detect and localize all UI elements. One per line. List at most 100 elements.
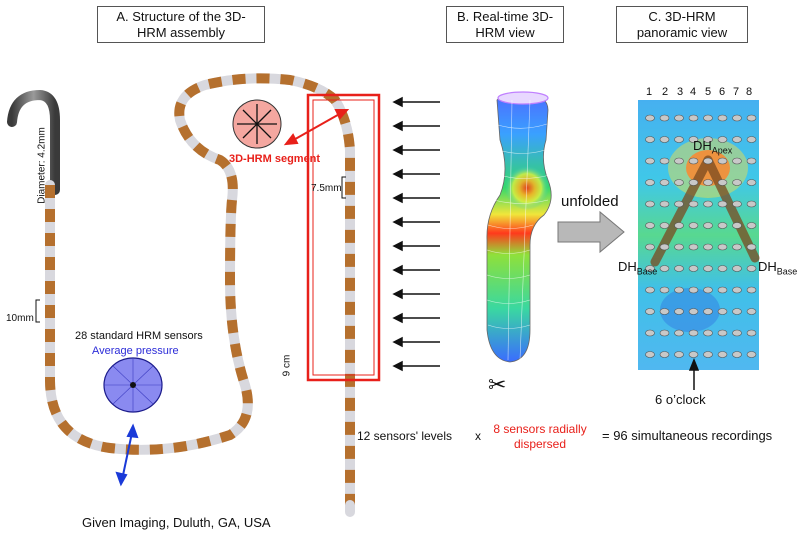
sensor-dot — [732, 136, 742, 143]
panoramic-map — [638, 100, 759, 370]
nine-cm-label: 9 cm — [281, 354, 293, 377]
sensor-dot — [703, 243, 713, 251]
esophagus-top — [497, 91, 549, 105]
segment-radial-arrows — [237, 104, 277, 144]
scissors-icon: ✂ — [488, 373, 506, 398]
sensor-dot — [703, 329, 713, 337]
sensor-dot — [746, 351, 757, 358]
sensor-dot — [717, 222, 728, 229]
pressure-arrow — [392, 144, 440, 156]
sensor-dot — [746, 222, 757, 229]
sensor-dot — [703, 157, 713, 165]
sensor-dot — [645, 136, 655, 143]
sensor-dot — [659, 157, 670, 165]
pressure-arrow — [392, 312, 440, 324]
credit-label: Given Imaging, Duluth, GA, USA — [82, 515, 271, 530]
sensor-dot — [732, 243, 742, 251]
sensor-dot — [732, 329, 742, 337]
unfolded-arrow — [557, 210, 625, 254]
column-label: 6 — [719, 86, 726, 98]
sensor-dot — [746, 265, 757, 272]
sensor-dot — [703, 351, 713, 358]
dh-base-right-label: DHBase — [758, 259, 797, 277]
sensor-dot — [645, 179, 655, 186]
sensor-dot — [645, 351, 655, 358]
esophagus-grid — [486, 99, 551, 361]
esophagus-hotspot — [505, 166, 549, 210]
sensor-dot — [688, 179, 699, 186]
sensor-dot — [703, 286, 713, 294]
sensor-dot — [717, 136, 728, 143]
sensor-dot — [746, 114, 757, 122]
pressure-arrow — [392, 360, 440, 372]
pressure-arrow — [392, 168, 440, 180]
sensor-dot — [674, 286, 684, 294]
sensor-dot — [732, 222, 742, 229]
pressure-arrow — [392, 192, 440, 204]
dh-apex-label: DHApex — [693, 138, 732, 156]
dh-apex-main: DH — [693, 138, 712, 153]
sensor-dot — [645, 265, 655, 272]
sensor-dot — [688, 351, 699, 358]
sensor-dot — [659, 243, 670, 251]
six-oclock-arrow — [688, 357, 700, 390]
sensor-dot — [717, 243, 728, 251]
disc-center — [130, 382, 136, 388]
sensor-dot — [732, 157, 742, 165]
sensor-dot — [703, 222, 713, 229]
pressure-arrow — [392, 264, 440, 276]
standard-sensors-label: 28 standard HRM sensors — [75, 330, 203, 342]
pressure-arrow — [392, 288, 440, 300]
sensor-dot — [717, 114, 728, 122]
sensor-dot — [645, 114, 655, 122]
sensor-dot — [674, 179, 684, 186]
total-recordings-label: = 96 simultaneous recordings — [602, 428, 773, 443]
sensor-dot — [732, 265, 742, 272]
sensor-dot — [674, 351, 684, 358]
pressure-arrow — [392, 336, 440, 348]
column-label: 3 — [677, 86, 684, 98]
sensor-dot — [674, 157, 684, 165]
sensor-dot — [717, 200, 728, 208]
dh-base-left-sub: Base — [636, 266, 658, 277]
column-label: 5 — [705, 86, 712, 98]
sensor-dot — [717, 157, 728, 165]
sensor-dot — [674, 243, 684, 251]
sensor-dot — [717, 265, 728, 272]
sensor-dot — [703, 114, 713, 122]
sensor-dot — [746, 243, 757, 251]
diameter-label: Diameter: 4.2mm — [36, 127, 48, 204]
sensor-dot — [732, 200, 742, 208]
panel-c-title: C. 3D-HRM panoramic view — [616, 6, 748, 43]
segment-highlight-box — [306, 93, 381, 382]
sensor-dot — [688, 114, 699, 122]
sensor-dot — [674, 136, 684, 143]
sensor-dot — [717, 351, 728, 358]
sensor-dot — [732, 114, 742, 122]
sensor-dot — [746, 179, 757, 186]
sensor-dot — [674, 200, 684, 208]
column-label: 7 — [733, 86, 740, 98]
sensor-levels-label: 12 sensors' levels — [357, 429, 453, 443]
sensor-dot — [717, 329, 728, 337]
pressure-arrow — [392, 120, 440, 132]
dh-base-right-sub: Base — [776, 266, 798, 277]
column-label: 2 — [662, 86, 669, 98]
sensor-dot — [732, 308, 742, 315]
sensor-dot — [732, 351, 742, 358]
sensor-dot — [645, 243, 655, 251]
dh-base-right-main: DH — [758, 259, 777, 274]
sensor-dot — [746, 286, 757, 294]
sensor-dot — [674, 265, 684, 272]
sensor-dot — [659, 114, 670, 122]
sensor-dot — [746, 308, 757, 315]
panel-a-title: A. Structure of the 3D-HRM assembly — [97, 6, 265, 43]
sensor-dot — [703, 136, 713, 143]
sensor-dot — [659, 136, 670, 143]
pressure-arrow — [392, 240, 440, 252]
sensor-dot — [688, 265, 699, 272]
pressure-arrow — [392, 216, 440, 228]
sensor-dot — [659, 200, 670, 208]
sensor-dot — [688, 308, 699, 315]
